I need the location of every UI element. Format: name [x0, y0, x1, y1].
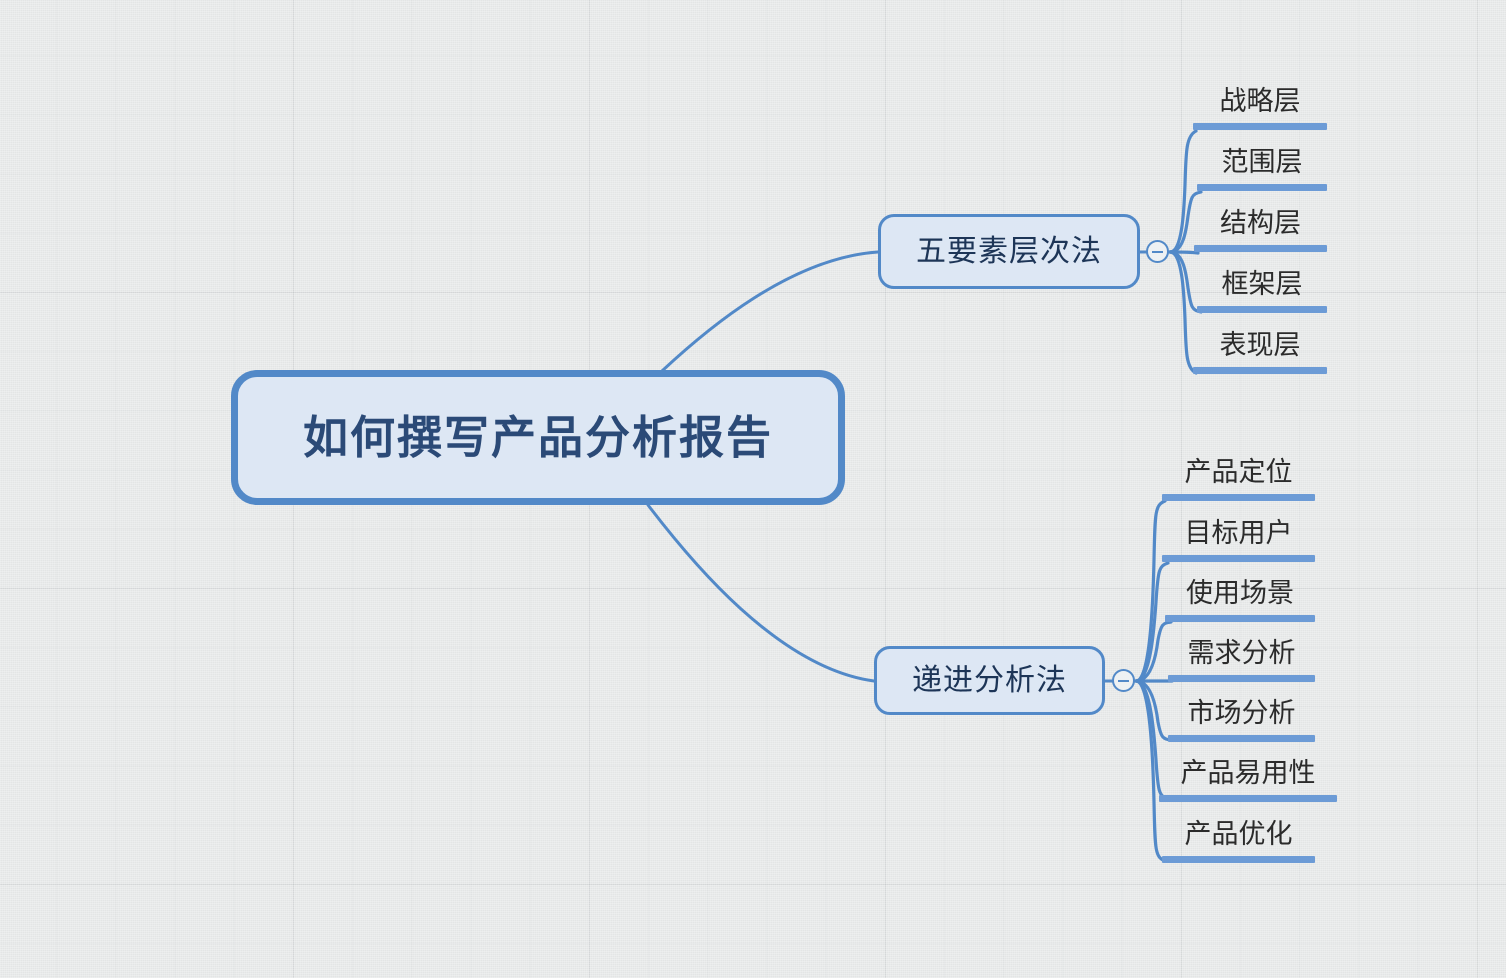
edge-branch-1-leaf-2	[1134, 620, 1173, 683]
edge-branch-0-leaf-1	[1168, 190, 1203, 254]
leaf-node[interactable]: 产品易用性	[1159, 760, 1337, 802]
leaf-node-label: 结构层	[1220, 208, 1301, 238]
leaf-node[interactable]: 市场分析	[1168, 700, 1315, 742]
leaf-node-label: 使用场景	[1186, 578, 1294, 608]
leaf-node-label: 表现层	[1219, 330, 1301, 360]
leaf-node[interactable]: 结构层	[1194, 210, 1327, 252]
minus-circle-icon-branch-1[interactable]	[1112, 669, 1135, 692]
leaf-node-label: 战略层	[1219, 86, 1301, 116]
leaf-node[interactable]: 范围层	[1197, 149, 1327, 191]
edge-branch-0-leaf-4	[1168, 250, 1198, 375]
edge-branch-0-leaf-3	[1168, 250, 1203, 314]
leaf-node-underline	[1162, 555, 1315, 562]
leaf-node[interactable]: 目标用户	[1162, 520, 1315, 562]
branch-node-label: 递进分析法	[912, 663, 1067, 697]
leaf-node-underline	[1168, 735, 1315, 742]
edge-branch-0-leaf-0	[1168, 129, 1198, 254]
edge-root-to-branch-0	[660, 250, 880, 373]
branch-node-label: 五要素层次法	[916, 234, 1102, 268]
edge-branch-1-leaf-4	[1134, 679, 1173, 742]
leaf-node[interactable]: 使用场景	[1165, 580, 1315, 622]
root-node-label: 如何撰写产品分析报告	[302, 412, 773, 463]
edge-root-to-branch-1	[646, 503, 876, 683]
leaf-node-underline	[1197, 306, 1327, 313]
minus-circle-icon-branch-0[interactable]	[1146, 240, 1169, 263]
edge-branch-1-leaf-5	[1134, 679, 1170, 801]
branch-node-five-element-layers[interactable]: 五要素层次法	[878, 214, 1140, 289]
leaf-node-underline	[1168, 675, 1315, 682]
leaf-node-underline	[1162, 494, 1315, 501]
edge-branch-1-leaf-1	[1134, 561, 1170, 683]
leaf-node-underline	[1193, 367, 1327, 374]
leaf-node-underline	[1193, 123, 1327, 130]
leaf-node-label: 市场分析	[1187, 698, 1296, 728]
leaf-node-label: 目标用户	[1184, 518, 1293, 548]
leaf-node-underline	[1165, 615, 1315, 622]
leaf-node-label: 产品定位	[1184, 457, 1293, 487]
leaf-node[interactable]: 表现层	[1193, 332, 1327, 374]
leaf-node-label: 范围层	[1221, 147, 1303, 177]
leaf-node-label: 产品优化	[1184, 819, 1293, 849]
leaf-node-label: 需求分析	[1187, 638, 1296, 668]
leaf-node[interactable]: 框架层	[1197, 271, 1327, 313]
leaf-node-underline	[1159, 795, 1337, 802]
leaf-node-label: 产品易用性	[1180, 758, 1316, 788]
leaf-node-underline	[1162, 856, 1315, 863]
root-node[interactable]: 如何撰写产品分析报告	[231, 370, 845, 505]
leaf-node-underline	[1197, 184, 1327, 191]
edge-branch-1-leaf-0	[1134, 499, 1167, 683]
leaf-node[interactable]: 需求分析	[1168, 640, 1315, 682]
branch-node-progressive-analysis[interactable]: 递进分析法	[874, 646, 1105, 715]
leaf-node[interactable]: 产品优化	[1162, 821, 1315, 863]
leaf-node[interactable]: 产品定位	[1162, 459, 1315, 501]
leaf-node-label: 框架层	[1221, 269, 1303, 299]
edge-branch-1-leaf-6	[1134, 679, 1167, 863]
leaf-node[interactable]: 战略层	[1193, 88, 1327, 130]
leaf-node-underline	[1194, 245, 1327, 252]
